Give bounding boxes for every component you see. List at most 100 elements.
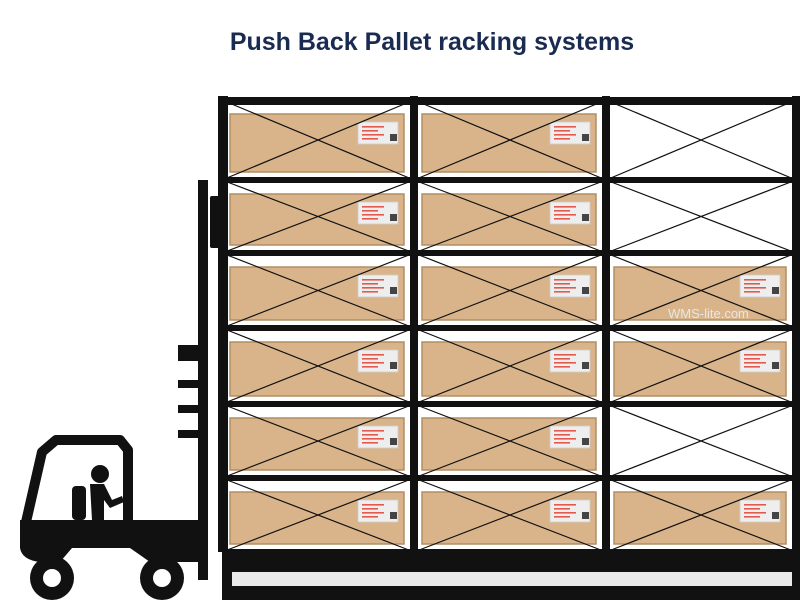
forklift-wheel-hub <box>43 569 61 587</box>
brace-line <box>413 327 607 405</box>
forklift-icon <box>20 180 222 600</box>
pallet-rack <box>218 96 800 600</box>
pallet-label-qr <box>772 512 779 519</box>
forklift-mast-rung <box>178 345 200 361</box>
forklift-wheel-hub <box>153 569 171 587</box>
pallet-label-line <box>362 438 384 440</box>
pallet-label-line <box>362 130 378 132</box>
rack-beam <box>222 549 800 555</box>
rack-upright <box>218 96 228 552</box>
pallet-label-line <box>554 134 576 136</box>
brace-line <box>413 403 607 479</box>
operator-icon <box>90 465 124 520</box>
pallet-label-line <box>362 504 384 506</box>
pallet-label-line <box>744 362 766 364</box>
pallet-label-line <box>744 354 766 356</box>
brace-line <box>221 403 415 479</box>
pallet-label-line <box>554 279 576 281</box>
page-title: Push Back Pallet racking systems <box>229 28 635 56</box>
pallet-label-line <box>554 354 576 356</box>
pallet-label-line <box>744 508 760 510</box>
pallet-label-qr <box>582 362 589 369</box>
pallet-label-line <box>362 138 378 140</box>
pallet-label-line <box>362 512 384 514</box>
rack-upright <box>410 96 418 552</box>
pallet-label-line <box>554 283 570 285</box>
forklift-mast-rung <box>178 430 200 438</box>
pallet-label-line <box>362 287 384 289</box>
pallet-label-line <box>554 210 570 212</box>
pallet-label-line <box>554 512 576 514</box>
pallet-label-line <box>362 126 384 128</box>
pallet-label-line <box>362 210 378 212</box>
brace-line <box>413 99 607 181</box>
pallet-label-line <box>362 206 384 208</box>
pallet-label-qr <box>390 438 397 445</box>
pallet-label-line <box>362 291 378 293</box>
pallet-label-line <box>362 508 378 510</box>
pallet-label-line <box>362 279 384 281</box>
brace-line <box>221 179 415 254</box>
brace-line <box>605 403 797 479</box>
pallet-label-line <box>362 218 378 220</box>
rack-beam <box>222 177 800 183</box>
pallet-label-line <box>362 366 378 368</box>
forklift-body <box>20 520 198 562</box>
pallet-label-line <box>744 287 766 289</box>
brace-line <box>605 327 797 405</box>
brace-line <box>605 99 797 181</box>
rack-upright <box>602 96 610 552</box>
rack-beam <box>222 325 800 331</box>
pallet-label-line <box>362 134 384 136</box>
brace-line <box>221 327 415 405</box>
pallet-label-qr <box>772 362 779 369</box>
pallet-label-line <box>744 504 766 506</box>
rack-beam <box>222 250 800 256</box>
watermark-text: WMS-lite.com <box>668 306 749 321</box>
pallet-label-qr <box>390 287 397 294</box>
pallet-label-line <box>744 516 760 518</box>
pallet-label-line <box>554 434 570 436</box>
pallet-label-line <box>554 508 570 510</box>
pallet-label-line <box>744 512 766 514</box>
pallet-label-line <box>554 430 576 432</box>
pallet-label-line <box>554 362 576 364</box>
pallet-label-line <box>362 362 384 364</box>
pallet-label-line <box>554 218 570 220</box>
rack-upright <box>792 96 800 552</box>
pallet-label-line <box>362 434 378 436</box>
rack-beam <box>222 475 800 481</box>
pallet-label-qr <box>390 512 397 519</box>
brace-line <box>605 252 797 329</box>
pallet-label-line <box>362 358 378 360</box>
brace-line <box>605 179 797 254</box>
pallet-label-qr <box>582 438 589 445</box>
pallet-label-qr <box>582 287 589 294</box>
pallet-label-qr <box>390 362 397 369</box>
pallet-label-qr <box>772 287 779 294</box>
pallet-label-line <box>554 291 570 293</box>
pallet-label-line <box>554 206 576 208</box>
pallet-label-line <box>362 214 384 216</box>
pallet-label-line <box>744 366 760 368</box>
pallet-label-line <box>744 291 760 293</box>
rack-beam <box>222 97 800 105</box>
pallet-label-line <box>554 504 576 506</box>
brace-line <box>413 179 607 254</box>
pallet-label-line <box>554 138 570 140</box>
forklift-mast-rung <box>178 405 200 413</box>
forklift-mast-rung <box>178 380 200 388</box>
forklift-cab <box>21 435 133 524</box>
brace-line <box>221 477 415 553</box>
pallet-label-line <box>362 442 378 444</box>
brace-line <box>605 477 797 553</box>
brace-line <box>221 99 415 181</box>
pallet-label-qr <box>582 512 589 519</box>
brace-line <box>413 477 607 553</box>
pallet-label-line <box>554 130 570 132</box>
forklift-mast <box>198 180 208 580</box>
pallet-label-line <box>362 283 378 285</box>
brace-line <box>221 252 415 329</box>
pallet-label-line <box>554 366 570 368</box>
